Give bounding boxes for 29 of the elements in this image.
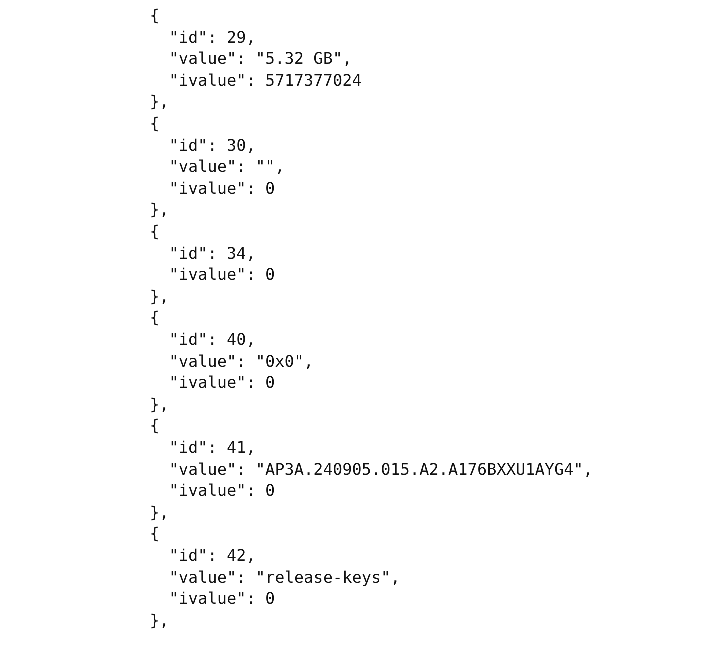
code-line: "id": 34, (169, 244, 256, 264)
code-line: { (150, 308, 160, 328)
code-line: "id": 40, (169, 330, 256, 350)
code-line: "id": 29, (169, 28, 256, 48)
code-line: }, (150, 610, 170, 631)
code-line: }, (150, 92, 170, 112)
code-line: { (150, 6, 160, 26)
code-line: }, (150, 200, 170, 220)
code-line: "ivalue": 0 (169, 373, 276, 394)
code-line: { (150, 222, 160, 242)
code-line: "ivalue": 0 (169, 481, 276, 502)
code-line: "ivalue": 0 (169, 265, 276, 286)
code-line: "value": "0x0", (169, 352, 314, 372)
code-line: "id": 41, (169, 438, 256, 458)
code-line: "value": "release-keys", (169, 568, 400, 588)
code-line: "ivalue": 5717377024 (169, 70, 362, 91)
code-line: }, (150, 286, 170, 307)
code-line: "id": 42, (169, 546, 256, 566)
code-line: "value": "5.32 GB", (169, 49, 352, 70)
code-line: "ivalue": 0 (169, 178, 276, 199)
code-line: { (150, 416, 160, 436)
code-line: }, (150, 394, 170, 415)
code-line: { (150, 114, 160, 134)
code-line: { (150, 524, 160, 544)
code-line: "value": "AP3A.240905.015.A2.A176BXXU1AYG4", (169, 460, 594, 480)
code-line: "id": 30, (169, 136, 256, 156)
code-line: "ivalue": 0 (169, 589, 276, 610)
code-line: "value": "", (169, 157, 285, 178)
code-line: }, (150, 502, 170, 523)
